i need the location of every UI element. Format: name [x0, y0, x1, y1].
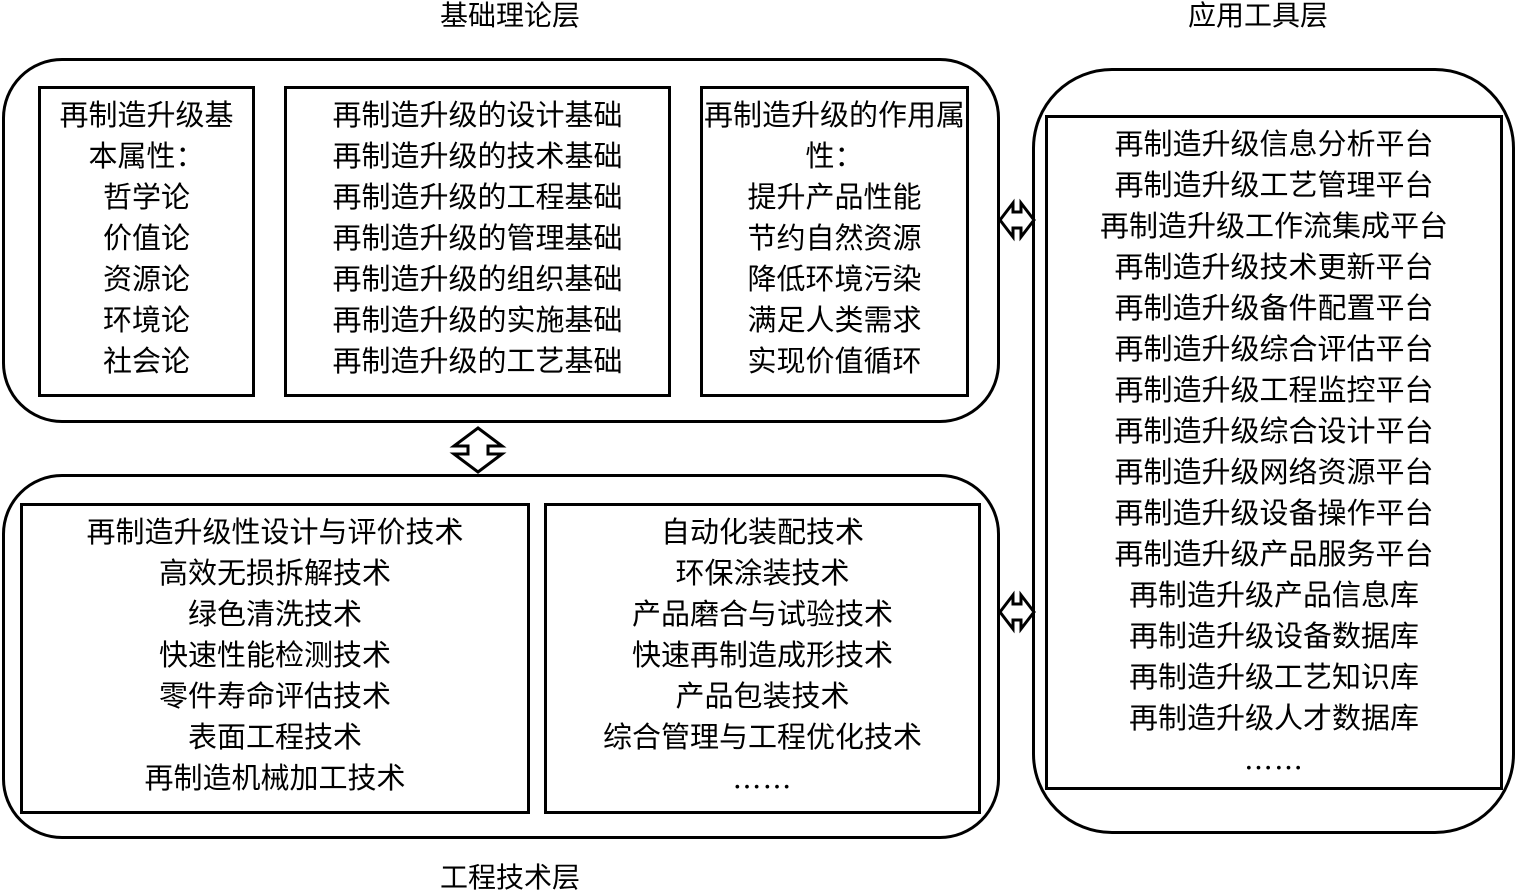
tools-platforms-box: 再制造升级信息分析平台 再制造升级工艺管理平台 再制造升级工作流集成平台 再制造…: [1045, 115, 1503, 790]
list-item: 再制造升级性设计与评价技术: [86, 515, 464, 549]
list-item: 环保涂装技术: [675, 556, 850, 590]
list-item: 资源论: [102, 262, 190, 296]
list-item: 提升产品性能: [747, 180, 922, 214]
list-item: 再制造升级的技术基础: [332, 139, 623, 173]
list-item: 再制造升级人才数据库: [1128, 701, 1419, 735]
list-item: 实现价值循环: [747, 344, 922, 378]
list-item: 再制造升级技术更新平台: [1114, 250, 1434, 284]
list-item: 再制造升级工艺管理平台: [1114, 168, 1434, 202]
list-item: 快速性能检测技术: [158, 638, 391, 672]
ellipsis: ……: [1244, 742, 1304, 776]
list-item: 高效无损拆解技术: [158, 556, 391, 590]
engineering-layer-title: 工程技术层: [440, 861, 581, 894]
list-item: 再制造升级综合设计平台: [1114, 414, 1434, 448]
theory-layer-title: 基础理论层: [440, 0, 581, 32]
list-item: 再制造升级的设计基础: [332, 98, 623, 132]
list-item: 表面工程技术: [187, 720, 362, 754]
list-item: 再制造升级网络资源平台: [1114, 455, 1434, 489]
engineering-techniques-box-1: 再制造升级性设计与评价技术 高效无损拆解技术 绿色清洗技术 快速性能检测技术 零…: [20, 503, 530, 814]
list-item: 综合管理与工程优化技术: [602, 720, 922, 754]
engineering-techniques-box-2: 自动化装配技术 环保涂装技术 产品磨合与试验技术 快速再制造成形技术 产品包装技…: [544, 503, 981, 814]
list-item: 哲学论: [102, 180, 190, 214]
list-item: 再制造机械加工技术: [144, 761, 406, 795]
list-item: 再制造升级设备数据库: [1128, 619, 1419, 653]
theory-basic-attributes-box: 再制造升级基本属性： 哲学论 价值论 资源论 环境论 社会论: [38, 86, 255, 397]
list-item: 快速再制造成形技术: [631, 638, 893, 672]
list-item: 再制造升级综合评估平台: [1114, 332, 1434, 366]
list-item: 满足人类需求: [747, 303, 922, 337]
theory-foundations-box: 再制造升级的设计基础 再制造升级的技术基础 再制造升级的工程基础 再制造升级的管…: [284, 86, 671, 397]
list-item: 降低环境污染: [747, 262, 922, 296]
theory-function-attributes-box: 再制造升级的作用属性： 提升产品性能 节约自然资源 降低环境污染 满足人类需求 …: [700, 86, 969, 397]
list-item: 再制造升级的实施基础: [332, 303, 623, 337]
list-item: 再制造升级工作流集成平台: [1099, 209, 1448, 243]
list-item: 再制造升级的工艺基础: [332, 344, 623, 378]
list-item: 再制造升级工艺知识库: [1128, 660, 1419, 694]
list-item: 价值论: [102, 221, 190, 255]
vertical-double-arrow-icon: [449, 426, 507, 474]
list-item: 自动化装配技术: [660, 515, 864, 549]
list-item: 节约自然资源: [747, 221, 922, 255]
list-item: 再制造升级信息分析平台: [1114, 127, 1434, 161]
basic-attributes-heading: 再制造升级基本属性：: [59, 98, 234, 173]
list-item: 社会论: [102, 344, 190, 378]
list-item: 再制造升级产品信息库: [1128, 578, 1419, 612]
function-attributes-heading: 再制造升级的作用属性：: [703, 98, 965, 173]
list-item: 环境论: [102, 303, 190, 337]
list-item: 绿色清洗技术: [187, 597, 362, 631]
list-item: 产品包装技术: [675, 679, 850, 713]
list-item: 再制造升级备件配置平台: [1114, 291, 1434, 325]
list-item: 产品磨合与试验技术: [631, 597, 893, 631]
list-item: 再制造升级设备操作平台: [1114, 496, 1434, 530]
horizontal-double-arrow-icon: [998, 198, 1036, 242]
horizontal-double-arrow-icon: [998, 590, 1036, 634]
list-item: 再制造升级产品服务平台: [1114, 537, 1434, 571]
list-item: 再制造升级的工程基础: [332, 180, 623, 214]
tools-layer-title: 应用工具层: [1188, 0, 1329, 32]
list-item: 零件寿命评估技术: [158, 679, 391, 713]
list-item: 再制造升级的管理基础: [332, 221, 623, 255]
list-item: 再制造升级工程监控平台: [1114, 373, 1434, 407]
list-item: 再制造升级的组织基础: [332, 262, 623, 296]
ellipsis: ……: [732, 761, 793, 795]
